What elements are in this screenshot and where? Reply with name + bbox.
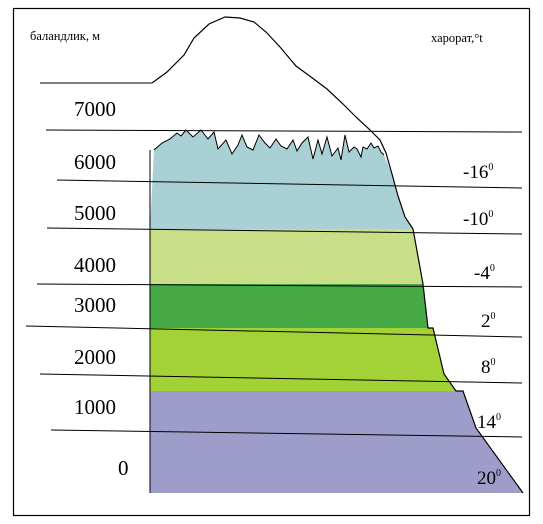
altitude-line-1000 — [50, 429, 523, 438]
temperature-label: 80 — [481, 357, 496, 378]
diagram-border — [12, 7, 531, 517]
mountain-outline — [151, 16, 524, 494]
temperature-label: -100 — [463, 209, 493, 230]
altitude-label: 1000 — [74, 395, 116, 419]
zone-light-green — [150, 229, 423, 284]
altitude-label: 7000 — [74, 97, 116, 121]
altitude-label: 6000 — [74, 150, 116, 174]
altitude-line-4000 — [36, 283, 523, 288]
temperature-label: 140 — [477, 412, 501, 433]
altitude-label: 4000 — [74, 253, 116, 277]
altitude-line-2000 — [39, 373, 523, 384]
altitude-label: 3000 — [74, 293, 116, 317]
temperature-axis-label: харорат,°t — [431, 31, 483, 45]
temperature-label: -160 — [463, 162, 493, 183]
zone-green — [150, 284, 428, 328]
altitude-line-5000 — [46, 227, 523, 235]
temperature-label: 20 — [481, 311, 496, 332]
altitude-label: 2000 — [74, 345, 116, 369]
temperature-label: -40 — [474, 263, 495, 284]
zone-ice — [150, 130, 413, 229]
altitude-label: 0 — [118, 456, 129, 480]
temperature-label: 200 — [477, 468, 501, 489]
altitude-axis-label: баландлик, м — [30, 29, 100, 43]
altitude-line-3000 — [25, 325, 523, 338]
zone-lavender — [150, 391, 523, 493]
altitude-label: 5000 — [74, 201, 116, 225]
altitude-line-7000 — [45, 129, 523, 133]
altitude-line-6000 — [56, 179, 523, 189]
snow-line — [153, 129, 385, 161]
zone-yellow-green — [150, 328, 456, 391]
